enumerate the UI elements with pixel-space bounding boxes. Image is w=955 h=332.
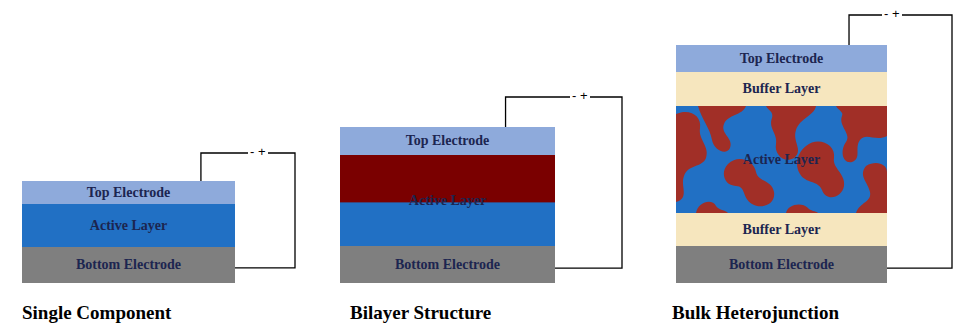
bottom-electrode: Bottom Electrode	[22, 247, 235, 283]
structure-caption: Single Component	[22, 302, 171, 324]
layer-name: Top Electrode	[740, 51, 824, 67]
layer-name: Buffer Layer	[743, 222, 821, 238]
top-electrode: Top Electrode	[340, 127, 555, 155]
buffer-layer: Buffer Layer	[676, 213, 887, 246]
active-layer: Active Layer	[676, 106, 887, 213]
layer-name: Top Electrode	[87, 185, 171, 201]
polarity-label: - +	[570, 89, 590, 103]
bottom-electrode: Bottom Electrode	[340, 246, 555, 283]
active-layer: Active Layer	[22, 204, 235, 247]
layer-name: Bottom Electrode	[729, 257, 834, 273]
layer-name: Bottom Electrode	[76, 257, 181, 273]
polarity-label: - +	[248, 145, 268, 159]
structure-caption: Bulk Heterojunction	[672, 302, 839, 324]
bottom-electrode: Bottom Electrode	[676, 246, 887, 283]
structure-caption: Bilayer Structure	[350, 302, 491, 324]
layer-name: Top Electrode	[406, 133, 490, 149]
layer-name: Buffer Layer	[743, 81, 821, 97]
layer-name: Bottom Electrode	[395, 257, 500, 273]
buffer-layer: Buffer Layer	[676, 72, 887, 106]
top-electrode: Top Electrode	[676, 45, 887, 72]
active-layer: Active Layer	[340, 155, 555, 246]
layer-name: Active Layer	[743, 152, 820, 168]
layer-name: Active Layer	[409, 193, 486, 209]
polarity-label: - +	[882, 7, 902, 21]
top-electrode: Top Electrode	[22, 181, 235, 204]
layer-name: Active Layer	[90, 218, 167, 234]
